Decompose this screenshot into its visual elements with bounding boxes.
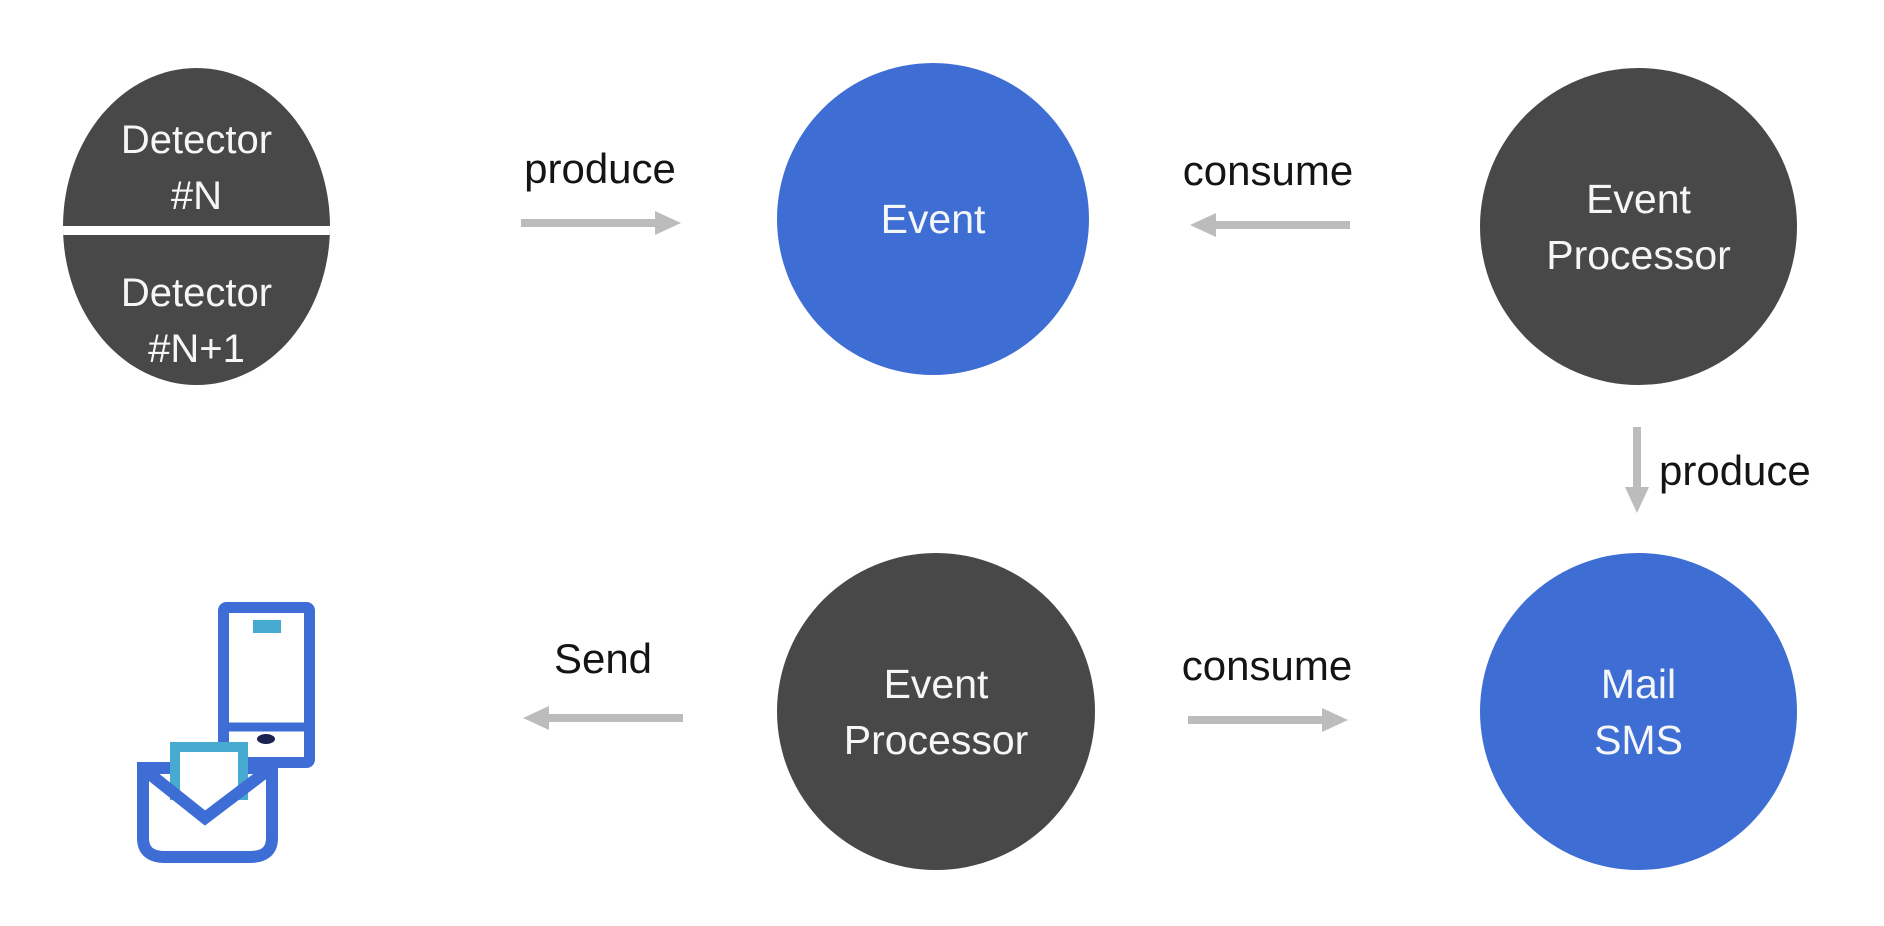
phone-speaker [253,620,281,633]
node-detector: Detector #N Detector #N+1 [63,68,330,385]
consume-arrow-left [1190,213,1350,237]
node-event: Event [777,63,1089,375]
arrow-shaft [521,219,655,227]
detector-top-half: Detector #N [63,68,330,226]
event-processor-bottom-line1: Event [883,660,989,707]
arrow-shaft [1188,716,1322,724]
edge-label-produce-down: produce [1659,447,1811,494]
mail-sms-line2: SMS [1594,716,1683,763]
arrow-head [655,211,681,235]
arrow-head [1322,708,1348,732]
event-processor-bottom-line2: Processor [843,716,1029,763]
event-processor-top-line2: Processor [1546,231,1731,278]
arrow-shaft [1216,221,1350,229]
node-mail-sms: Mail SMS [1480,553,1797,870]
arrow-shaft [549,714,683,722]
detector-n-line2: #N [170,174,223,218]
envelope-flap [142,766,271,826]
consume-arrow-right [1188,708,1348,732]
arrow-head [523,706,549,730]
node-event-processor-bottom: Event Processor [777,553,1095,870]
detector-divider [63,226,330,235]
phone-home-button [257,734,275,744]
node-event-processor-top: Event Processor [1480,68,1797,385]
detector-n1-line2: #N+1 [148,326,245,371]
phone-and-envelope-icon [137,602,315,863]
arrow-head [1625,487,1649,513]
envelope-letter-icon [137,742,278,863]
detector-bottom-half: Detector #N+1 [63,226,330,385]
event-processor-top-line1: Event [1586,175,1691,222]
arrow-head [1190,213,1216,237]
event-label: Event [880,196,986,242]
edge-label-send: Send [553,635,653,682]
send-arrow-left [523,706,683,730]
edge-label-produce-top: produce [524,145,676,192]
edge-label-consume-bottom: consume [1181,642,1353,689]
detector-n-line1: Detector [120,118,273,162]
mail-sms-line1: Mail [1600,660,1677,707]
produce-arrow-down [1625,427,1649,513]
produce-arrow-right [521,211,681,235]
phone-icon [218,602,315,768]
arrow-shaft [1633,427,1641,487]
detector-n1-line1: Detector [120,270,273,315]
edge-label-consume-top: consume [1182,147,1354,194]
letter [170,742,248,800]
